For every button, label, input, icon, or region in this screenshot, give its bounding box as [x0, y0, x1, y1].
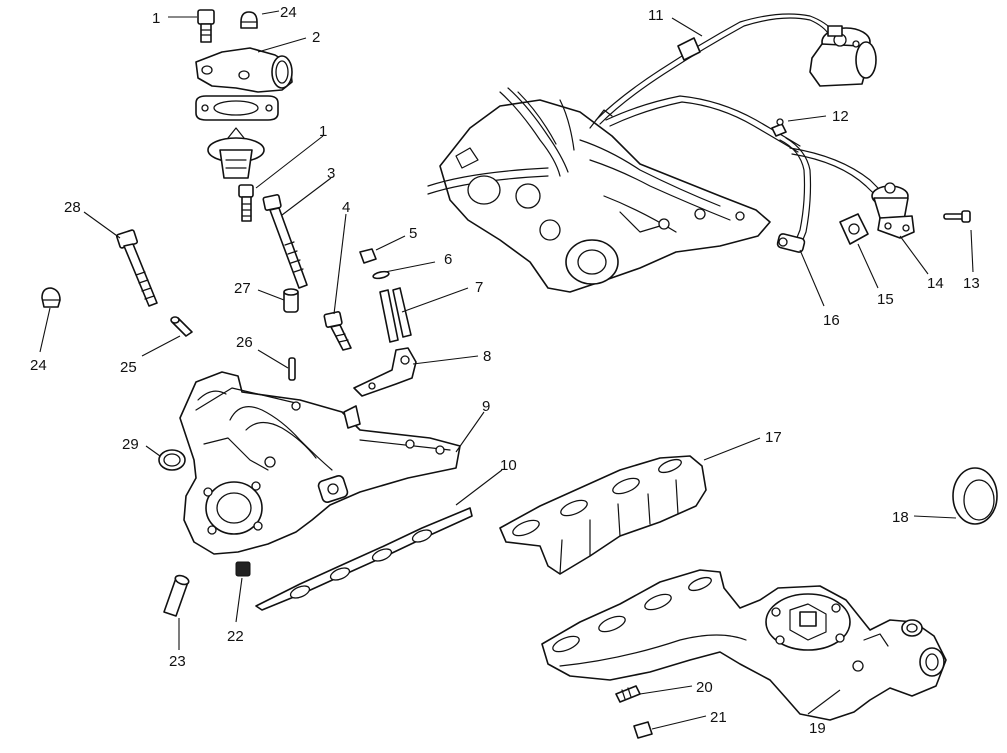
callout-2: 2	[312, 29, 320, 46]
part-2-gasket	[195, 95, 279, 121]
callout-1-top: 1	[152, 10, 160, 27]
callout-labels: 1 24 2 1 3 4 5 6 7 8 9 10 11 12 13 14 15…	[30, 4, 980, 737]
callout-6: 6	[444, 251, 452, 268]
callout-13: 13	[963, 275, 980, 292]
callout-22: 22	[227, 628, 244, 645]
part-4-bolt	[323, 311, 352, 351]
callout-23: 23	[169, 653, 186, 670]
part-23-dowel	[163, 574, 190, 617]
part-8-bracket	[353, 347, 417, 397]
part-18-seal-ring	[952, 467, 998, 525]
part-1-bolt-top	[197, 9, 215, 43]
callout-9: 9	[482, 398, 490, 415]
part-5-nut	[359, 248, 377, 264]
callout-27: 27	[234, 280, 251, 297]
part-25-pin	[170, 316, 193, 337]
part-21-nut	[633, 721, 653, 739]
part-7-pipes	[379, 287, 412, 343]
callout-4: 4	[342, 199, 350, 216]
part-3-long-bolt	[262, 194, 308, 289]
part-6-oring	[372, 270, 390, 280]
part-19-exhaust-manifold	[541, 569, 947, 721]
callout-28: 28	[64, 199, 81, 216]
callout-11: 11	[648, 7, 664, 24]
callout-14: 14	[927, 275, 944, 292]
callout-1-middle: 1	[319, 123, 327, 140]
part-12-clip	[771, 118, 787, 137]
part-26-pin	[288, 357, 296, 381]
callout-24-left: 24	[30, 357, 47, 374]
part-1-bolt-middle	[238, 184, 254, 222]
part-24-plug-top	[240, 11, 258, 29]
callout-29: 29	[122, 436, 139, 453]
part-29-ring	[158, 449, 186, 471]
part-16-vacuum-line	[776, 137, 887, 253]
part-20-stud	[615, 685, 641, 703]
callout-5: 5	[409, 225, 417, 242]
callout-19: 19	[809, 720, 826, 737]
part-17-heat-shield	[499, 455, 707, 575]
part-9-intake-manifold	[179, 371, 461, 555]
part-24-plug-left	[41, 287, 61, 308]
callout-12: 12	[832, 108, 849, 125]
callout-8: 8	[483, 348, 491, 365]
callout-7: 7	[475, 279, 483, 296]
part-27-sleeve	[283, 288, 299, 313]
part-11-vacuum-hoses	[595, 13, 835, 153]
distributor	[809, 25, 877, 87]
leader-lines	[39, 10, 974, 730]
part-22-nut	[235, 561, 251, 577]
thermostat	[207, 127, 265, 179]
part-15-gasket	[839, 213, 869, 245]
callout-15: 15	[877, 291, 894, 308]
part-2-water-outlet	[195, 47, 293, 93]
callout-25: 25	[120, 359, 137, 376]
engine-assembly-overview	[427, 87, 771, 293]
callout-17: 17	[765, 429, 782, 446]
callout-10: 10	[500, 457, 517, 474]
part-13-bolt	[943, 210, 971, 223]
callout-18: 18	[892, 509, 909, 526]
callout-16: 16	[823, 312, 840, 329]
callout-24-top: 24	[280, 4, 297, 21]
callout-3: 3	[327, 165, 335, 182]
callout-20: 20	[696, 679, 713, 696]
callout-21: 21	[710, 709, 727, 726]
part-28-long-bolt	[115, 229, 158, 307]
callout-26: 26	[236, 334, 253, 351]
part-14-egr-valve	[871, 182, 915, 239]
part-10-gasket	[255, 507, 473, 611]
